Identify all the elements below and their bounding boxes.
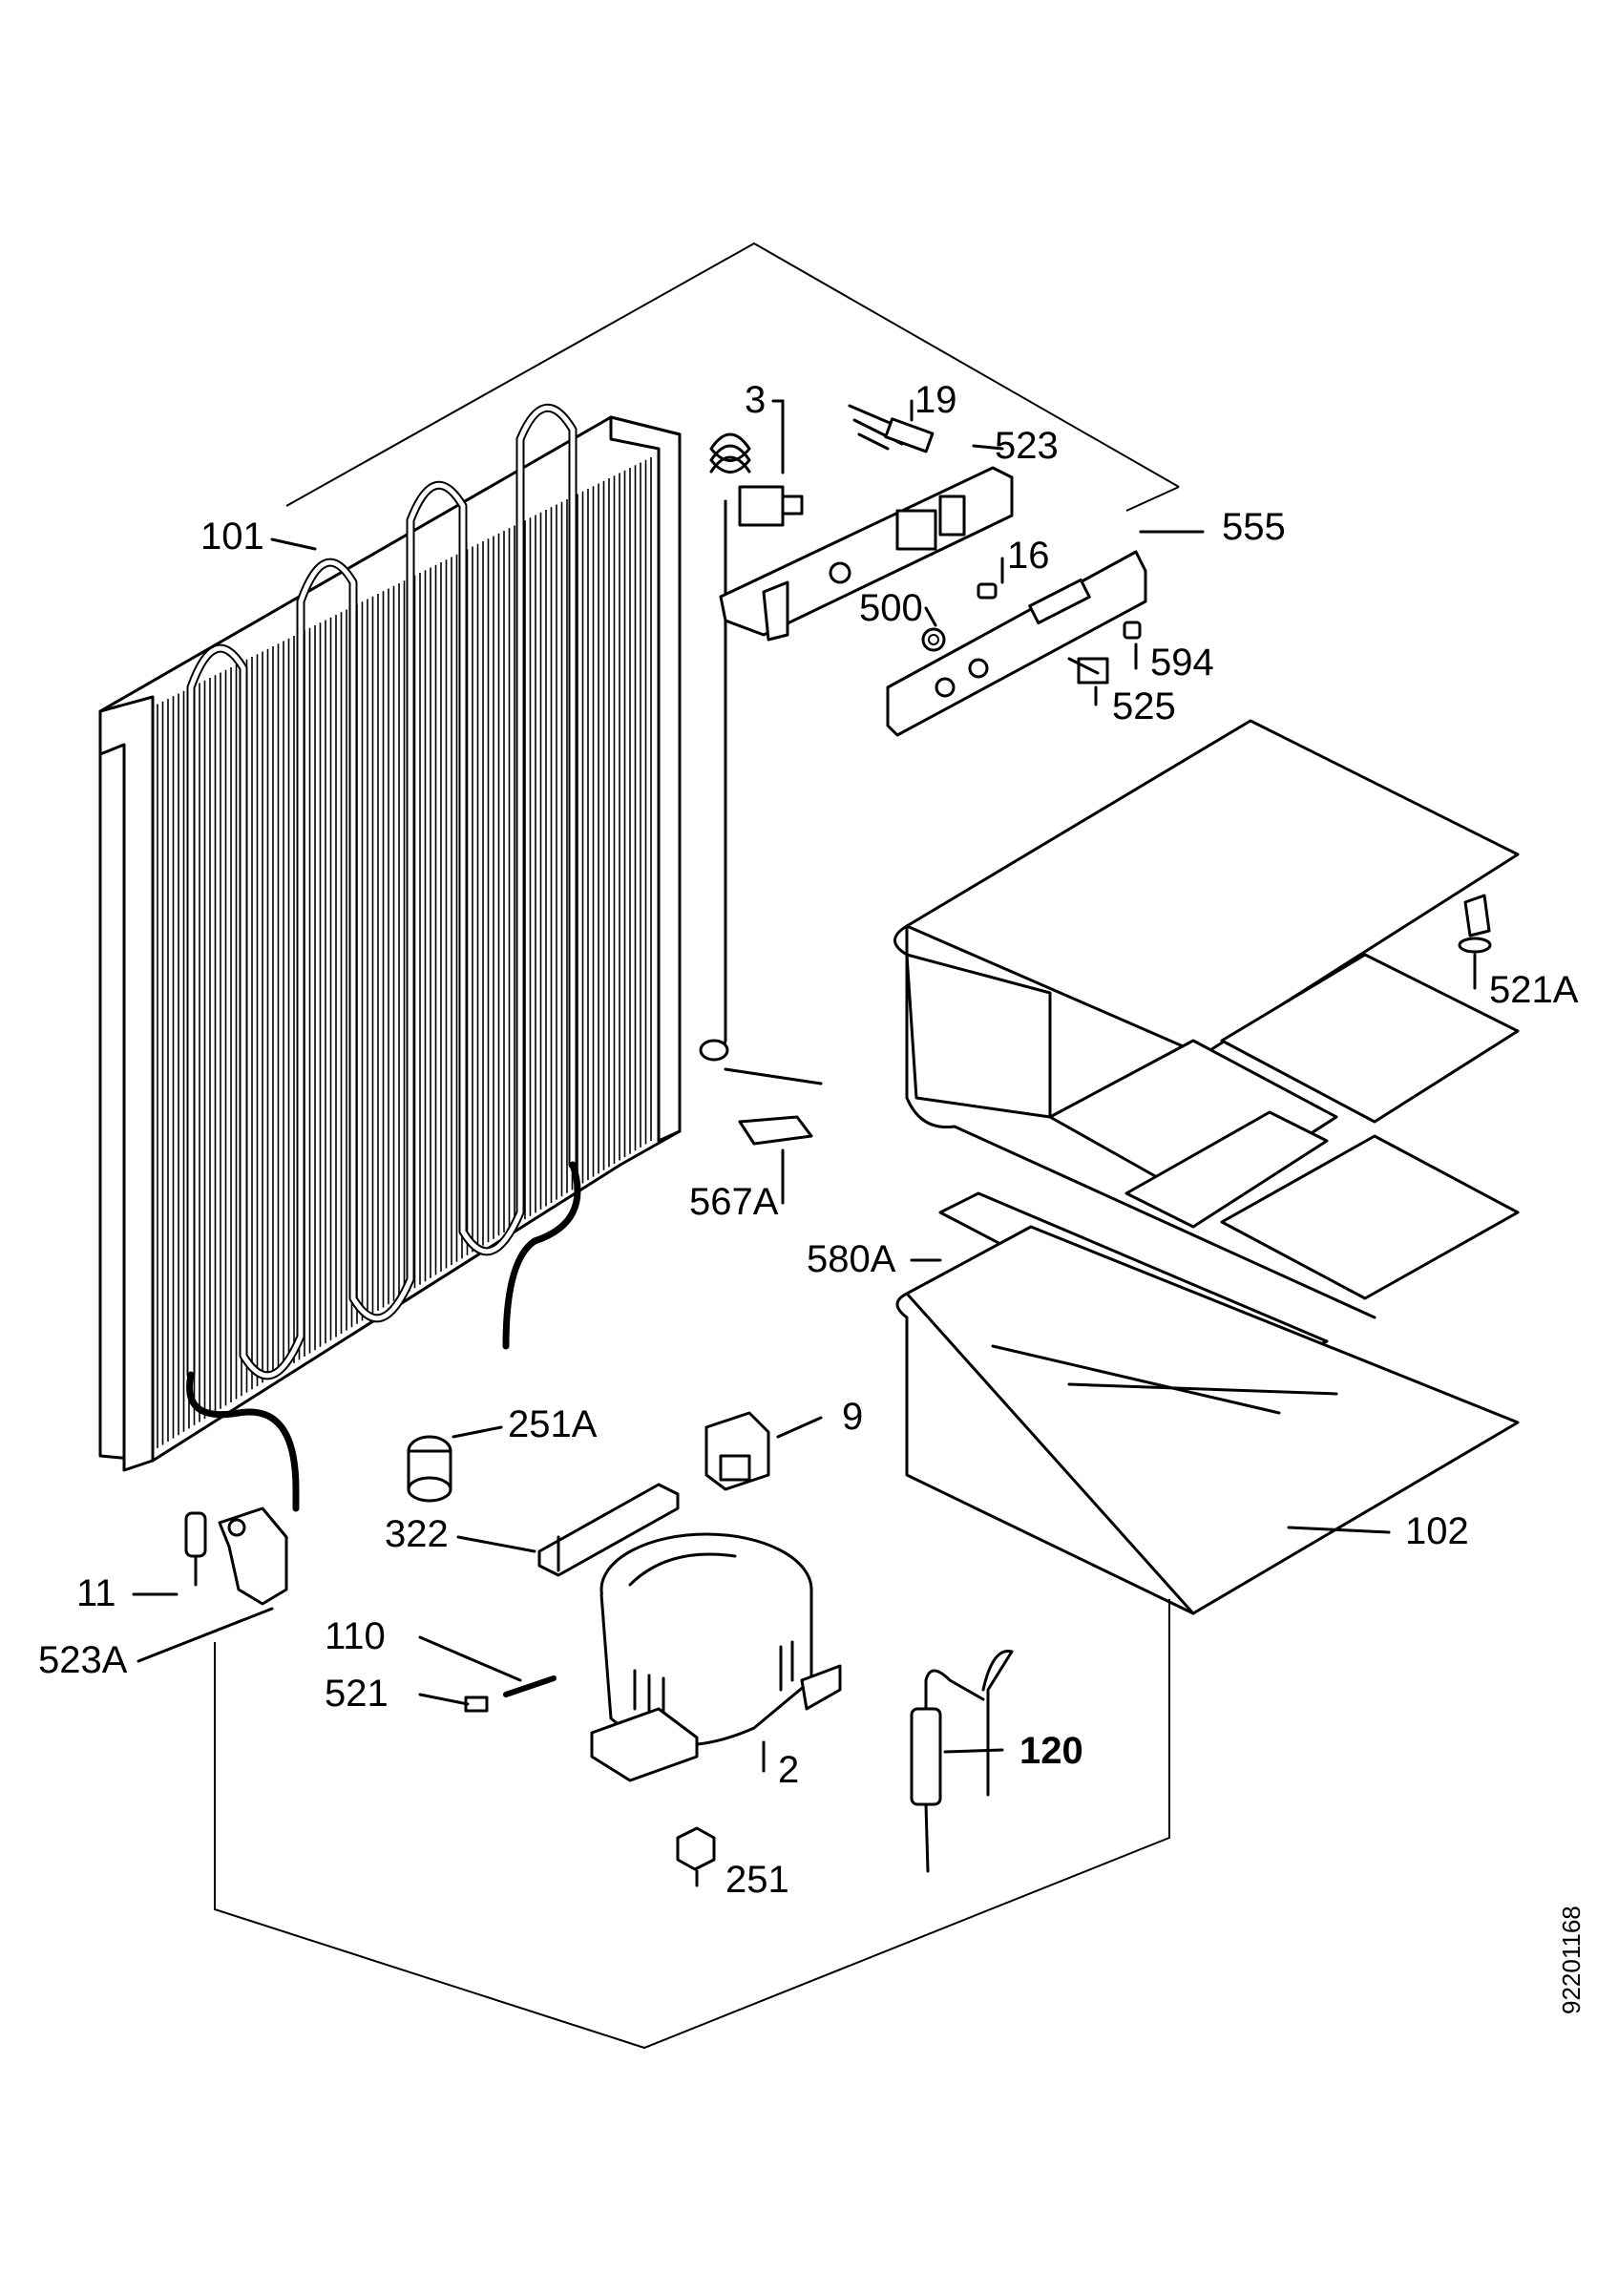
nut-251 <box>676 1826 716 1871</box>
compressor-2 <box>590 1532 842 1782</box>
label-594: 594 <box>1150 642 1214 684</box>
label-2: 2 <box>778 1749 799 1791</box>
cap-594 <box>1123 621 1142 640</box>
knob-16 <box>977 582 998 600</box>
bracket-322 <box>537 1483 680 1577</box>
leader-lines <box>132 399 1477 1887</box>
plug-567A <box>738 1115 813 1146</box>
label-500: 500 <box>859 587 923 629</box>
bracket-523 <box>719 466 1014 642</box>
label-3: 3 <box>745 379 766 421</box>
label-567A: 567A <box>689 1181 779 1223</box>
label-521A: 521A <box>1489 969 1579 1011</box>
label-523A: 523A <box>38 1639 128 1681</box>
label-322: 322 <box>385 1513 449 1555</box>
nut-500 <box>921 627 946 652</box>
clip-525 <box>1067 657 1109 685</box>
cabinet-outline <box>214 242 1180 2050</box>
label-521: 521 <box>325 1673 389 1715</box>
label-580A: 580A <box>807 1238 896 1280</box>
thermostat-3 <box>699 432 823 1085</box>
switch-19 <box>848 404 935 453</box>
label-523: 523 <box>995 425 1059 467</box>
condenser-101 <box>98 403 682 1512</box>
panel-555 <box>886 550 1147 737</box>
label-11: 11 <box>76 1572 116 1614</box>
part-labels: 101 3 19 523 555 16 500 594 525 521A 567… <box>38 379 1579 1901</box>
label-120: 120 <box>1019 1730 1083 1772</box>
label-101: 101 <box>200 516 264 558</box>
label-9: 9 <box>842 1396 863 1438</box>
label-110: 110 <box>325 1615 386 1657</box>
label-19: 19 <box>914 379 957 421</box>
relay-9 <box>704 1411 770 1491</box>
grommet-251A <box>407 1435 452 1503</box>
label-251: 251 <box>725 1859 789 1901</box>
label-102: 102 <box>1405 1510 1469 1552</box>
liner-102 <box>893 719 1520 1615</box>
label-555: 555 <box>1222 506 1286 548</box>
filter-120 <box>910 1650 1014 1873</box>
clip-523A <box>218 1506 288 1606</box>
label-525: 525 <box>1112 685 1176 727</box>
label-251A: 251A <box>508 1403 598 1445</box>
drawing-number: 92201168 <box>1557 1906 1586 2014</box>
protector-11 <box>184 1511 207 1587</box>
label-16: 16 <box>1007 535 1050 577</box>
pin-110 <box>503 1675 557 1697</box>
